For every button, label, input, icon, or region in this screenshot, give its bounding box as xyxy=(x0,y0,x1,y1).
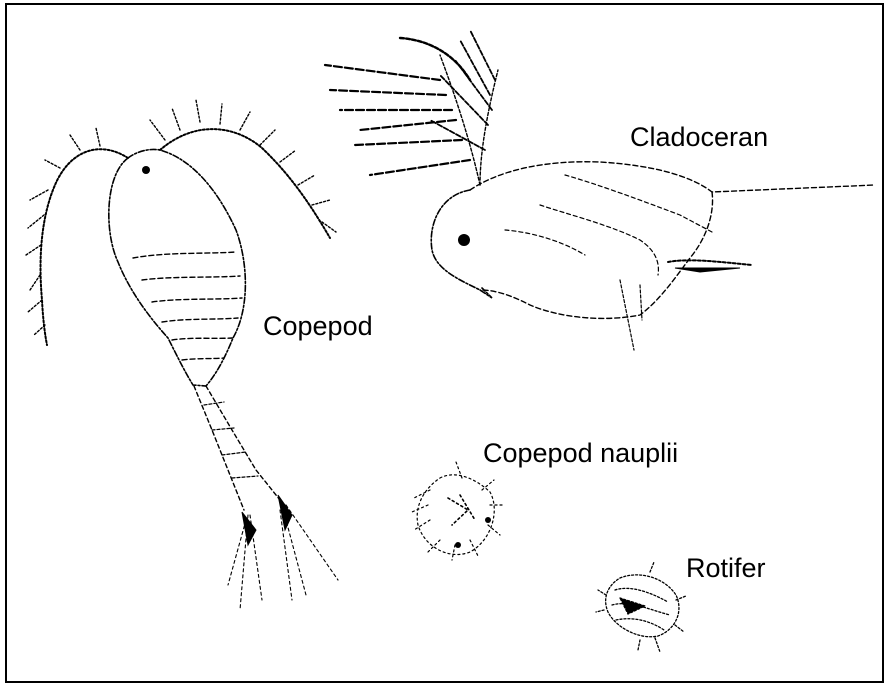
label-cladoceran: Cladoceran xyxy=(630,124,768,151)
copepod-eye xyxy=(142,166,150,174)
label-copepod: Copepod xyxy=(263,313,373,340)
label-rotifer: Rotifer xyxy=(686,555,766,582)
label-copepod-nauplii: Copepod nauplii xyxy=(483,440,678,467)
copepod-nauplii-drawing xyxy=(412,462,503,560)
cladoceran-drawing xyxy=(325,30,875,350)
rotifer-drawing xyxy=(596,562,686,652)
cladoceran-eye xyxy=(458,234,470,246)
copepod-drawing xyxy=(26,100,338,610)
